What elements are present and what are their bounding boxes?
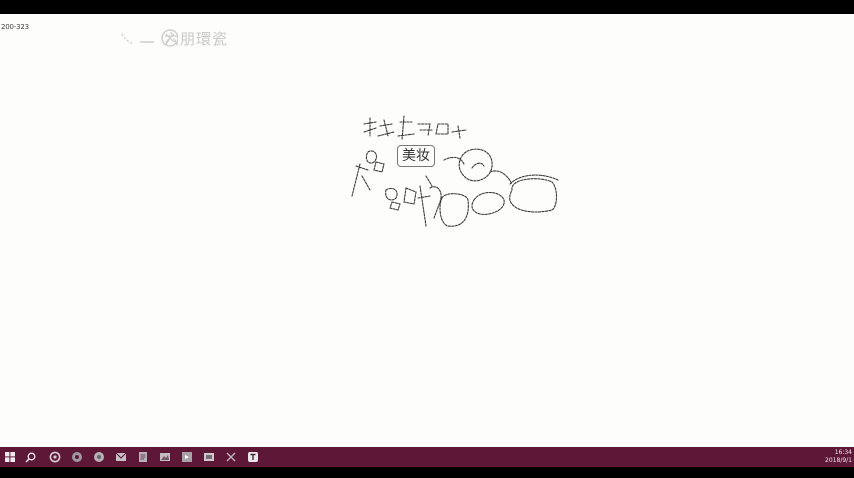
taskbar-app-cortana[interactable] xyxy=(44,447,66,467)
taskbar-app-chrome[interactable] xyxy=(88,447,110,467)
clock-date: 2018/9/1 xyxy=(825,457,852,464)
image-viewer-icon xyxy=(160,453,170,461)
watermark-text: 六朋環瓷 xyxy=(164,30,229,48)
taskbar: 16:34 2018/9/1 xyxy=(0,447,854,467)
zoom-indicator: 200-323 xyxy=(1,23,29,31)
presentation-icon xyxy=(204,453,214,461)
taskbar-apps xyxy=(44,447,264,467)
taskbar-app-snip[interactable] xyxy=(220,447,242,467)
snip-tool-icon xyxy=(226,452,236,462)
video-app-icon xyxy=(182,452,192,462)
system-clock[interactable]: 16:34 2018/9/1 xyxy=(825,447,852,467)
clock-time: 16:34 xyxy=(834,449,852,456)
taskbar-app-video[interactable] xyxy=(176,447,198,467)
taskbar-app-presentation[interactable] xyxy=(198,447,220,467)
mail-icon xyxy=(115,452,127,461)
search-button[interactable] xyxy=(20,447,40,467)
watermark-logo: 六朋環瓷 xyxy=(118,20,278,52)
mindmap-sketch: 美妆 xyxy=(340,106,570,231)
windows-logo-icon xyxy=(5,452,15,462)
handwriting-strokes xyxy=(351,115,559,227)
browser-icon xyxy=(72,452,82,462)
taskbar-app-document[interactable] xyxy=(132,447,154,467)
typora-icon xyxy=(248,452,258,462)
search-icon xyxy=(24,452,35,463)
chrome-icon xyxy=(94,452,104,462)
taskbar-app-image-viewer[interactable] xyxy=(154,447,176,467)
letterbox-bottom xyxy=(0,467,854,478)
cortana-icon xyxy=(49,451,61,463)
whiteboard-canvas[interactable]: 200-323 六朋環瓷 xyxy=(0,14,854,447)
start-button[interactable] xyxy=(0,447,20,467)
taskbar-app-mail[interactable] xyxy=(110,447,132,467)
taskbar-app-browser[interactable] xyxy=(66,447,88,467)
mindmap-central-node[interactable]: 美妆 xyxy=(397,145,435,167)
document-icon xyxy=(139,452,147,462)
taskbar-app-typora[interactable] xyxy=(242,447,264,467)
